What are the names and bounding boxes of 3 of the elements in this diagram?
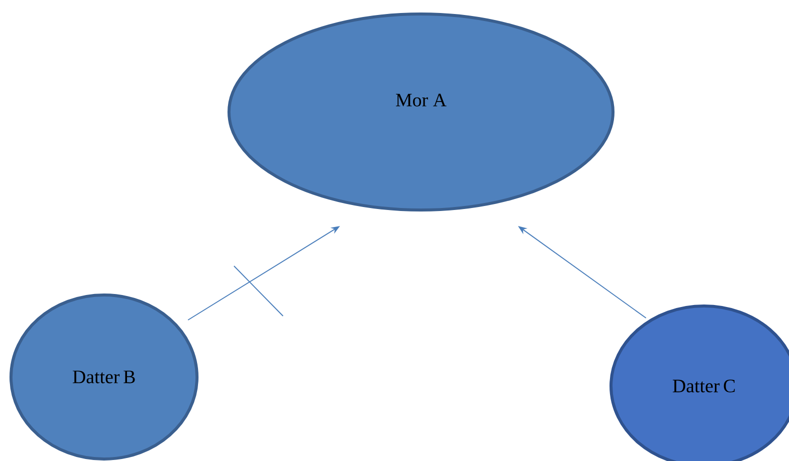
- ellipse-node: Mor A: [228, 12, 614, 212]
- ellipse-node: Datter B: [10, 294, 198, 460]
- ellipse-node: Datter C: [610, 304, 789, 461]
